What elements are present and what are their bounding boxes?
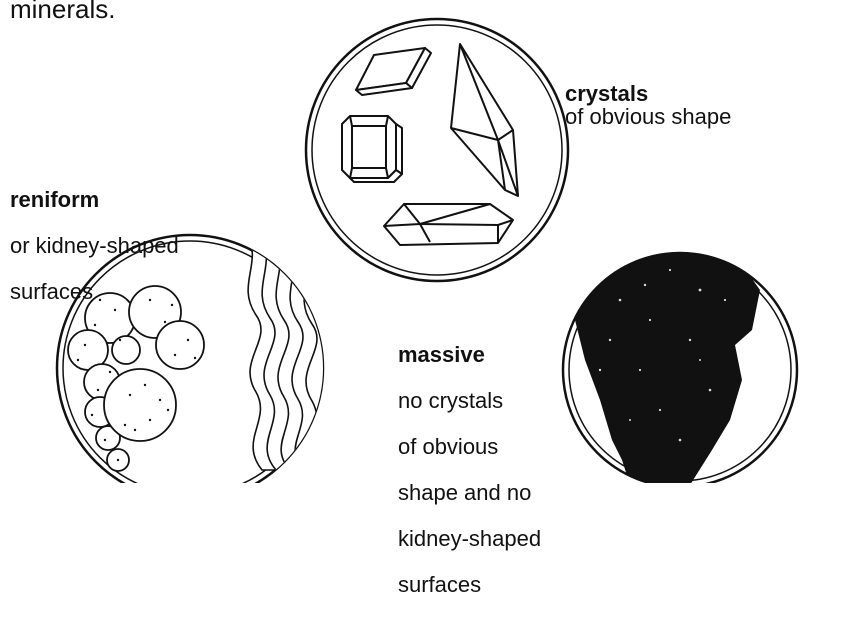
reniform-desc-line2: surfaces bbox=[10, 280, 179, 303]
massive-desc-line: no crystals bbox=[398, 389, 541, 412]
prism-crystal bbox=[384, 204, 513, 245]
banded-section bbox=[248, 235, 330, 470]
kidney-bump bbox=[112, 336, 140, 364]
crystals-description: of obvious shape bbox=[565, 104, 731, 129]
header-tail-text: minerals. bbox=[10, 0, 115, 21]
cube-crystal bbox=[342, 116, 402, 182]
massive-desc-line: of obvious bbox=[398, 435, 541, 458]
massive-label: massive no crystals of obvious shape and… bbox=[398, 320, 541, 619]
massive-desc-line: kidney-shaped bbox=[398, 527, 541, 550]
crystals-term: crystals bbox=[565, 81, 648, 106]
crystals-illustration bbox=[306, 19, 568, 281]
reniform-term: reniform bbox=[10, 188, 179, 211]
rhomb-crystal bbox=[356, 48, 431, 95]
reniform-label: reniform or kidney-shaped surfaces bbox=[10, 165, 179, 326]
massive-desc-line: shape and no bbox=[398, 481, 541, 504]
crystals-label: crystals of obvious shape bbox=[565, 59, 731, 128]
massive-term: massive bbox=[398, 343, 541, 366]
kidney-bump bbox=[104, 369, 176, 441]
massive-desc-line: surfaces bbox=[398, 573, 541, 596]
bipyramid-crystal bbox=[451, 44, 518, 196]
kidney-bump bbox=[156, 321, 204, 369]
reniform-desc-line1: or kidney-shaped bbox=[10, 234, 179, 257]
massive-illustration bbox=[563, 245, 797, 483]
